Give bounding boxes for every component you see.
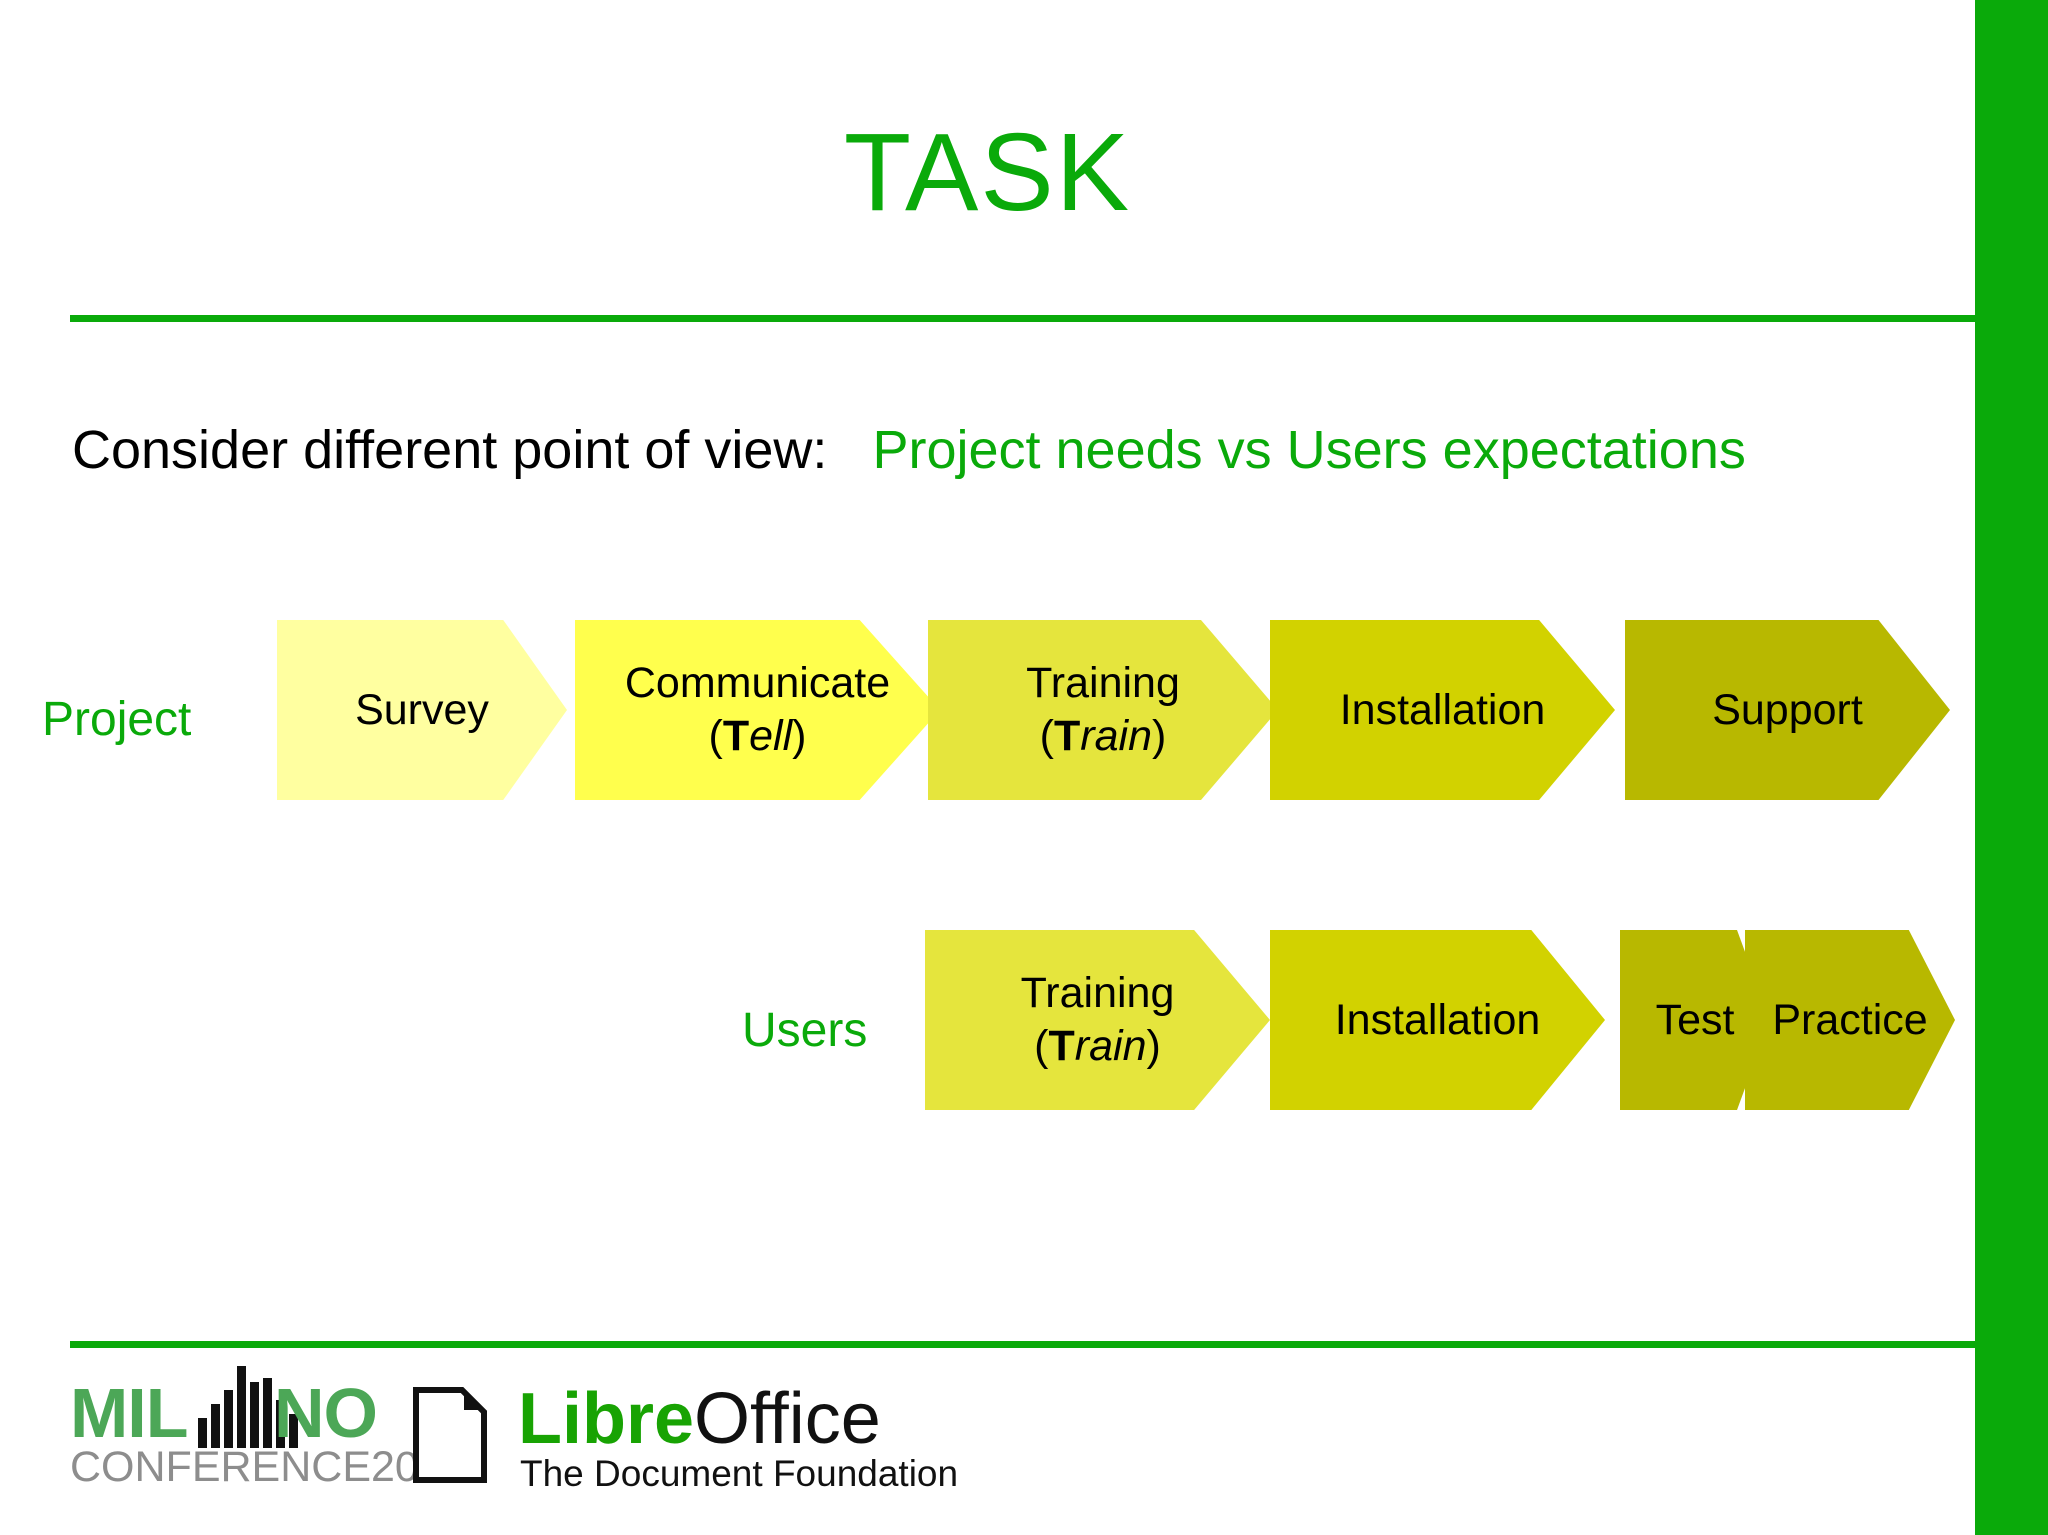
step-chevron-training-users[interactable]: Training (Train)	[925, 930, 1270, 1110]
step-label-practice: Practice	[1772, 995, 1928, 1044]
step-label-training-project: Training	[1026, 659, 1180, 707]
step-label-communicate-rest: ell	[749, 712, 793, 760]
step-label-installation-users: Installation	[1334, 995, 1541, 1044]
step-chevron-training-project[interactable]: Training (Train)	[928, 620, 1278, 800]
libreoffice-logo: LibreOffice The Document Foundation	[412, 1380, 958, 1494]
milano-conference-text: CONFERENCE2013	[70, 1443, 467, 1491]
libreoffice-tagline: The Document Foundation	[520, 1453, 959, 1494]
step-chevron-practice[interactable]: Practice	[1745, 930, 1955, 1110]
milano-word-right: NO	[274, 1374, 378, 1452]
step-label-training-users: Training	[1020, 969, 1175, 1017]
libreoffice-office-text: Office	[694, 1379, 881, 1459]
step-chevron-installation-project[interactable]: Installation	[1270, 620, 1615, 800]
step-chevron-survey[interactable]: Survey	[277, 620, 567, 800]
footer-divider-line	[70, 1341, 1975, 1348]
step-label-training-users-rest: rain	[1074, 1022, 1147, 1070]
right-green-band	[1975, 0, 2048, 1535]
step-label-communicate-initial: T	[722, 712, 750, 760]
step-label-training-project-initial: T	[1054, 712, 1081, 760]
step-label-survey: Survey	[355, 685, 489, 734]
milano-word-left: MIL	[70, 1374, 189, 1452]
milano-wordmark: MIL NO	[70, 1366, 378, 1452]
title-divider-line	[70, 315, 1975, 322]
step-label-training-users-initial: T	[1048, 1022, 1075, 1070]
step-chevron-support[interactable]: Support	[1625, 620, 1950, 800]
step-label-communicate: Communicate	[624, 659, 891, 707]
skyline-bars-icon	[198, 1366, 298, 1448]
step-label-test: Test	[1655, 995, 1735, 1044]
step-label-training-project-rest: rain	[1080, 712, 1152, 760]
subtitle-line: Consider different point of view: Projec…	[72, 418, 1746, 482]
row-label-project: Project	[42, 693, 192, 746]
libreoffice-libre-text: Libre	[518, 1379, 695, 1459]
milano-conference-logo: MIL NO CONFERENCE2013	[70, 1366, 467, 1493]
row-label-users: Users	[742, 1004, 868, 1057]
document-page-icon	[413, 1387, 487, 1483]
step-chevron-communicate[interactable]: Communicate (Tell)	[575, 620, 940, 800]
step-label-installation-project: Installation	[1339, 685, 1546, 734]
subtitle-emphasis-text: Project needs vs Users expectations	[872, 420, 1746, 480]
step-chevron-installation-users[interactable]: Installation	[1270, 930, 1605, 1110]
page-title: TASK	[843, 111, 1132, 234]
step-label-support: Support	[1712, 685, 1863, 734]
subtitle-lead-text: Consider different point of view:	[72, 420, 828, 480]
libreoffice-wordmark: LibreOffice	[518, 1380, 881, 1458]
